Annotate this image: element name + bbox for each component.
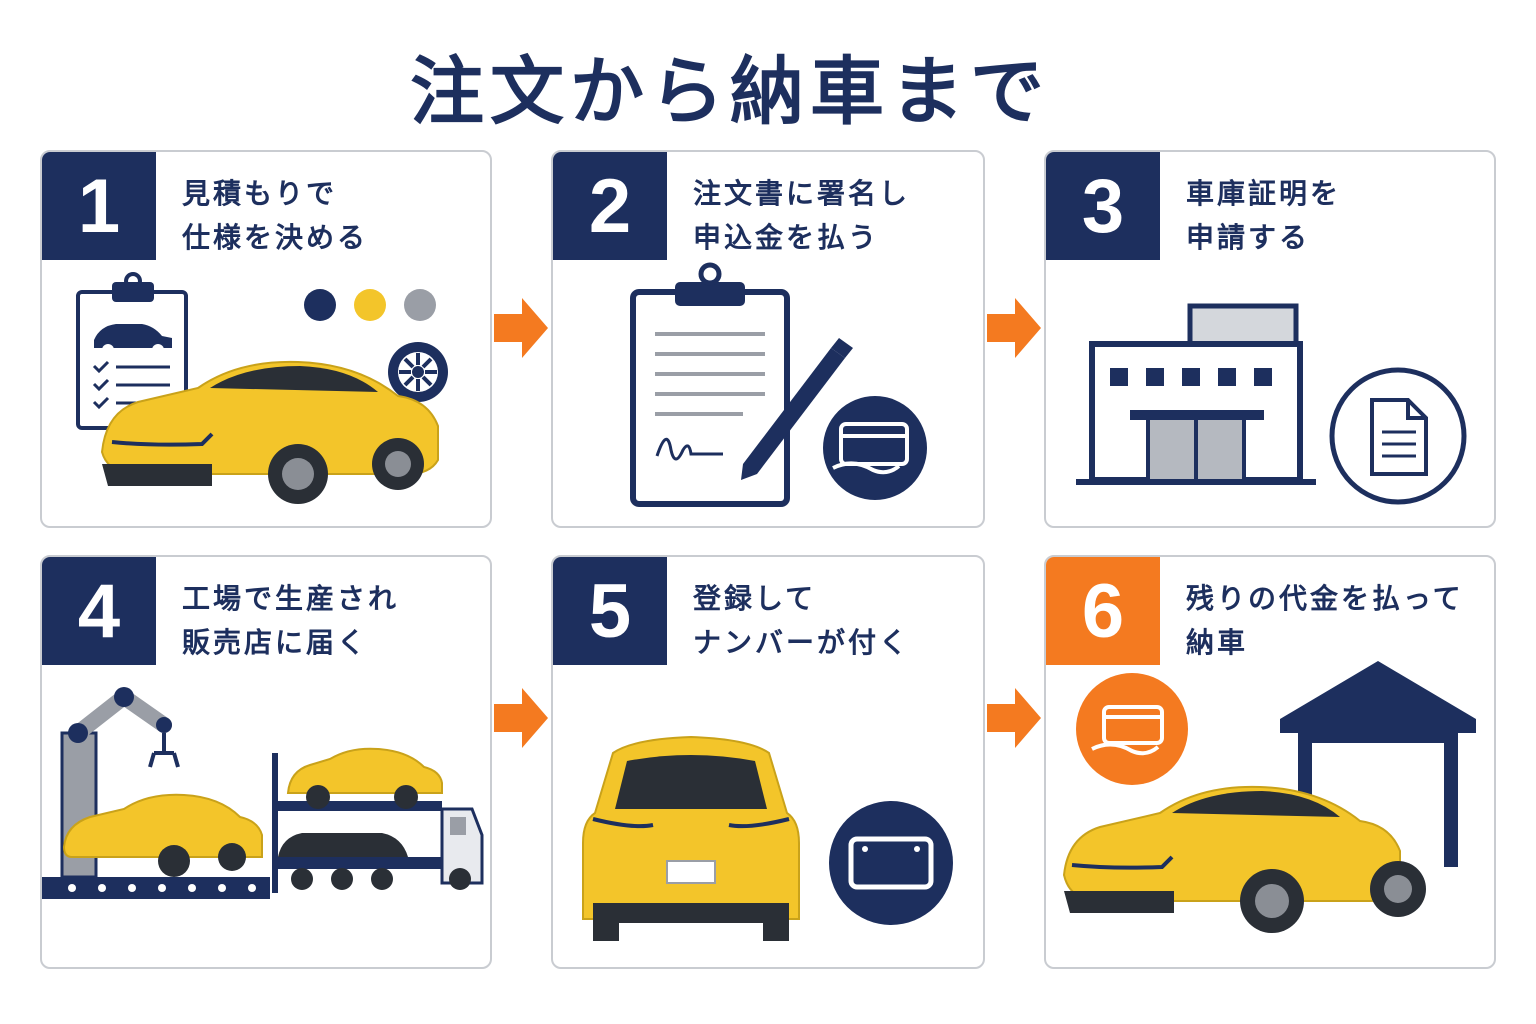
step-card-4: 4 工場で生産され 販売店に届く — [40, 555, 492, 969]
license-plate-icon — [829, 801, 953, 925]
step-label-line1: 見積もりで — [182, 177, 338, 210]
step-label: 注文書に署名し 申込金を払う — [693, 172, 910, 260]
step-card-3: 3 車庫証明を 申請する — [1044, 150, 1496, 528]
step-number: 3 — [1046, 152, 1160, 260]
step-card-5: 5 登録して ナンバーが付く — [551, 555, 985, 969]
page-title: 注文から納車まで — [410, 49, 1050, 135]
step-label: 車庫証明を 申請する — [1186, 172, 1341, 260]
step-card-6: 6 残りの代金を払って 納車 — [1044, 555, 1496, 969]
yellow-car — [1062, 785, 1426, 933]
clipboard-contract-icon — [630, 262, 790, 507]
step-number: 1 — [42, 152, 156, 260]
step-label-line2: 納車 — [1186, 626, 1249, 659]
step-label-line1: 車庫証明を — [1186, 177, 1342, 210]
assembly-line — [42, 877, 270, 899]
color-swatches — [304, 289, 436, 321]
document-icon — [1329, 367, 1467, 505]
step-number: 5 — [553, 557, 667, 665]
card-payment-icon — [823, 396, 927, 500]
step-label-line1: 注文書に署名し — [693, 177, 911, 210]
step-label-line2: 販売店に届く — [182, 626, 369, 659]
arrow-right-icon — [494, 688, 548, 748]
step-card-1: 1 見積もりで 仕様を決める — [40, 150, 492, 528]
step-number: 2 — [553, 152, 667, 260]
step-label-line1: 残りの代金を払って — [1186, 582, 1464, 615]
step-card-2: 2 注文書に署名し 申込金を払う — [551, 150, 985, 528]
wheel-icon — [388, 342, 448, 402]
step-label-line2: ナンバーが付く — [693, 626, 911, 659]
yellow-car — [62, 793, 263, 877]
office-building-icon — [1076, 303, 1316, 485]
step-label: 見積もりで 仕様を決める — [182, 172, 368, 260]
yellow-car-front — [582, 735, 800, 941]
step-label: 登録して ナンバーが付く — [693, 577, 910, 665]
pen-icon — [741, 338, 853, 480]
step-label-line2: 申請する — [1186, 221, 1311, 254]
arrow-right-icon — [494, 298, 548, 358]
card-payment-icon — [1076, 673, 1188, 785]
step-label-line2: 申込金を払う — [693, 221, 880, 254]
step-label-line1: 工場で生産され — [182, 582, 400, 615]
clipboard-checklist-icon — [76, 272, 188, 430]
step-number: 6 — [1046, 557, 1160, 665]
step-number: 4 — [42, 557, 156, 665]
arrow-right-icon — [987, 688, 1041, 748]
step-label-line1: 登録して — [693, 582, 817, 615]
car-carrier-truck-icon — [272, 747, 484, 893]
arrow-right-icon — [987, 298, 1041, 358]
yellow-car — [100, 360, 439, 504]
step-label: 残りの代金を払って 納車 — [1186, 577, 1464, 665]
step-label: 工場で生産され 販売店に届く — [182, 577, 399, 665]
step-label-line2: 仕様を決める — [182, 221, 369, 254]
